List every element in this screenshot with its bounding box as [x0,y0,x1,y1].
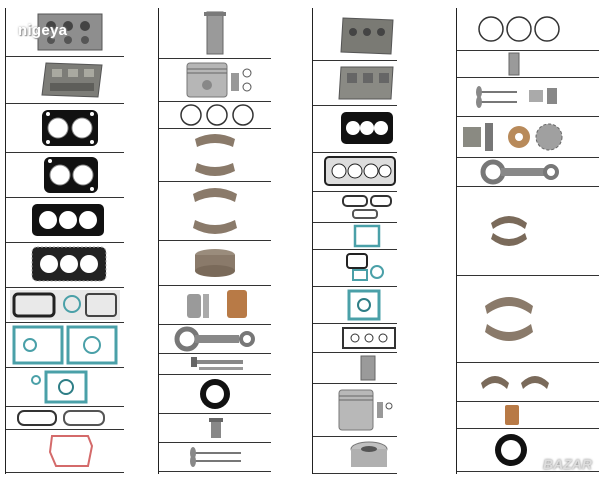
gasket-sheet[interactable] [313,324,397,353]
piston-top[interactable] [313,437,397,474]
main-bearings[interactable] [457,187,599,276]
cylinder-head-bare[interactable] [6,8,124,57]
piston-kit[interactable] [313,384,397,437]
piston-rings-set[interactable] [457,8,599,51]
divider-1 [5,8,6,474]
head-gasket-3cyl-alt[interactable] [6,243,124,288]
head-gasket-2cyl[interactable] [6,104,124,153]
cylinder-head-3cyl-assembled[interactable] [313,61,397,106]
valve[interactable] [159,414,271,443]
head-gasket-3cyl-col3[interactable] [313,106,397,153]
head-bolts[interactable] [159,354,271,375]
cylinder-head-3cyl-bare[interactable] [313,12,397,61]
valve-cover-gasket[interactable] [6,407,124,430]
valves-and-guides[interactable] [457,78,599,117]
lower-gasket-kit[interactable] [313,250,397,287]
crank-seal[interactable] [159,375,271,414]
oil-pump-and-gears[interactable] [457,117,599,158]
overhaul-gasket-kit[interactable] [6,368,124,407]
valves-pair[interactable] [159,443,271,472]
divider-2 [158,8,159,474]
connecting-rod[interactable] [159,325,271,354]
small-bush[interactable] [457,402,599,429]
watermark-text: nigeya [18,22,68,39]
liner[interactable] [313,353,397,384]
head-gasket-4cyl[interactable] [313,153,397,192]
conrod-bearings[interactable] [457,276,599,363]
piston-with-pins[interactable] [159,59,271,102]
cylinder-liner[interactable] [159,8,271,59]
head-gasket-3cyl[interactable] [6,198,124,243]
divider-4 [456,8,457,474]
cylinder-head-assembled[interactable] [6,57,124,104]
badge-text: BAZAR [543,456,592,472]
liner-small[interactable] [457,51,599,78]
piston-rings[interactable] [159,102,271,129]
upper-gasket-kit[interactable] [313,223,397,250]
thrust-washer[interactable] [159,241,271,286]
divider-3 [312,8,313,474]
main-bearing[interactable] [159,129,271,182]
connecting-rod-col4[interactable] [457,158,599,187]
bushing-and-bearings[interactable] [159,286,271,325]
bearing-set[interactable] [457,363,599,402]
head-gasket-2cyl-alt[interactable] [6,153,124,198]
rear-seal[interactable] [457,429,599,472]
gasket-set[interactable] [6,288,124,323]
valve-cover-gasket-set[interactable] [313,192,397,223]
oil-pan-gasket[interactable] [6,430,124,473]
full-gasket-kit-col3[interactable] [313,287,397,324]
conrod-bearing[interactable] [159,182,271,241]
full-gasket-kit[interactable] [6,323,124,368]
